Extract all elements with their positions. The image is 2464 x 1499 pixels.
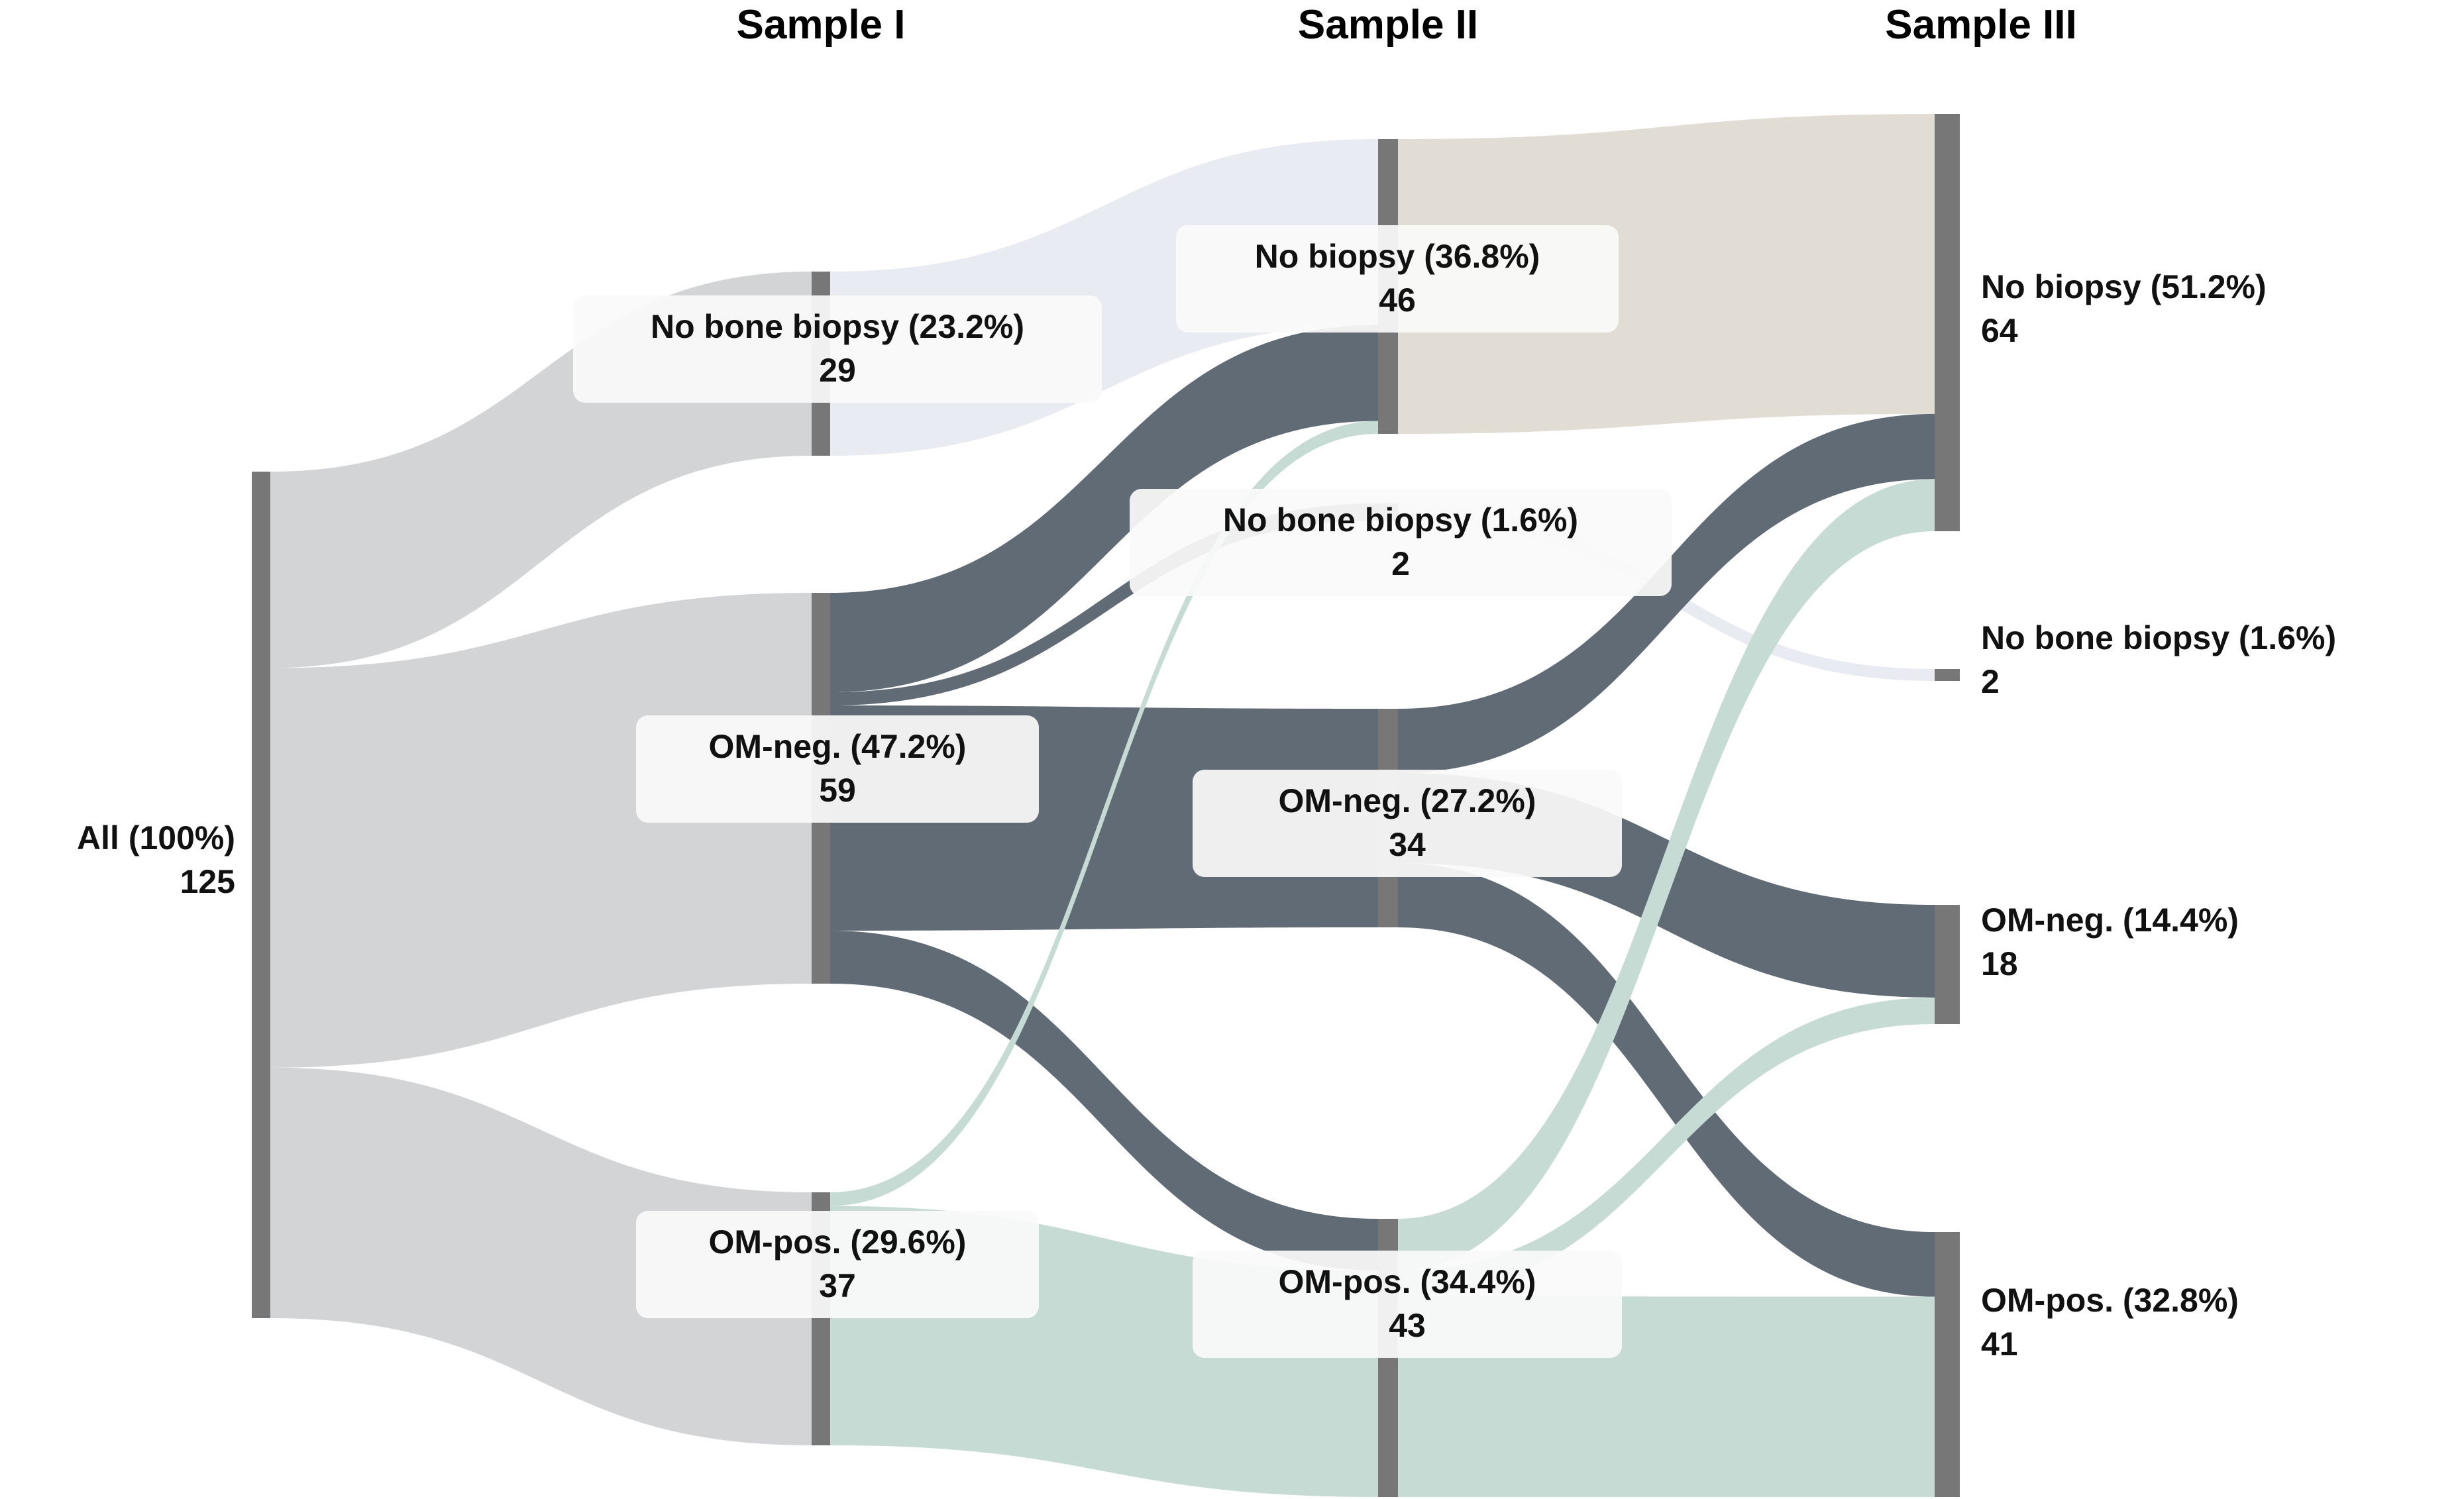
node-label-s3-no-biopsy-line2: 64 (1981, 312, 2018, 349)
node-label-s2-no-biopsy: No biopsy (36.8%) 46 (1176, 225, 1619, 333)
column-header-sample-1: Sample I (736, 2, 906, 48)
sankey-links-group (270, 114, 1935, 1497)
node-label-s2-om-neg-line1: OM-neg. (27.2%) (1278, 782, 1536, 819)
node-label-s2-no-biopsy-line1: No biopsy (36.8%) (1254, 238, 1540, 275)
node-label-s3-om-neg-line2: 18 (1981, 945, 2018, 982)
node-label-s2-om-neg-line2: 34 (1389, 826, 1426, 863)
node-label-s2-no-bone-biopsy-line2: 2 (1391, 545, 1410, 582)
sankey-node-all[interactable] (252, 472, 270, 1318)
sankey-node-s3_neg[interactable] (1935, 905, 1960, 1024)
sankey-link-s1_neg-to-s2_nb[interactable] (830, 503, 1378, 705)
node-label-s1-no-bone-biopsy-line2: 29 (819, 352, 856, 389)
node-label-s1-om-neg-line2: 59 (819, 772, 856, 809)
sankey-link-s1_neg-to-s2_pos[interactable] (830, 931, 1378, 1271)
node-label-s2-no-bone-biopsy-line1: No bone biopsy (1.6%) (1222, 501, 1579, 539)
sankey-link-s2_pos-to-s3_nbio[interactable] (1398, 479, 1935, 1271)
node-label-all-line2: 125 (180, 863, 235, 900)
node-label-s3-om-neg-line1: OM-neg. (14.4%) (1981, 902, 2239, 939)
node-label-s3-no-biopsy-line1: No biopsy (51.2%) (1981, 268, 2267, 305)
sankey-link-s1_neg-to-s2_nbio[interactable] (830, 325, 1378, 693)
node-label-s2-no-bone-biopsy: No bone biopsy (1.6%) 2 (1130, 489, 1672, 596)
node-label-all-line1: All (100%) (77, 819, 235, 856)
node-label-s2-om-pos-line2: 43 (1389, 1307, 1426, 1344)
sankey-link-s2_pos-to-s3_neg[interactable] (1398, 998, 1935, 1297)
sankey-link-all-to-s1_pos[interactable] (270, 1067, 812, 1445)
sankey-link-s2_neg-to-s3_pos[interactable] (1398, 862, 1935, 1297)
node-label-s1-om-pos-line2: 37 (819, 1267, 856, 1304)
node-label-s2-om-pos: OM-pos. (34.4%) 43 (1193, 1251, 1622, 1358)
node-label-s3-no-bone-biopsy-line2: 2 (1981, 663, 2000, 700)
node-label-s3-no-bone-biopsy-line1: No bone biopsy (1.6%) (1981, 619, 2337, 656)
node-label-s3-om-pos: OM-pos. (32.8%) 41 (1981, 1278, 2445, 1366)
sankey-link-s1_pos-to-s2_nbio[interactable] (830, 421, 1378, 1206)
sankey-link-all-to-s1_neg[interactable] (270, 593, 812, 1068)
node-label-s2-om-neg: OM-neg. (27.2%) 34 (1193, 770, 1622, 877)
node-label-s1-no-bone-biopsy: No bone biopsy (23.2%) 29 (573, 295, 1102, 403)
column-header-sample-3: Sample III (1885, 2, 2077, 48)
node-label-s1-om-pos-line1: OM-pos. (29.6%) (708, 1223, 967, 1261)
column-header-sample-2: Sample II (1297, 2, 1479, 48)
node-label-all: All (100%) 125 (0, 816, 235, 904)
sankey-node-s3_nbio[interactable] (1935, 114, 1960, 531)
node-label-s1-no-bone-biopsy-line1: No bone biopsy (23.2%) (651, 308, 1024, 345)
node-label-s3-no-bone-biopsy: No bone biopsy (1.6%) 2 (1981, 616, 2464, 703)
node-label-s2-om-pos-line1: OM-pos. (34.4%) (1278, 1263, 1536, 1300)
sankey-node-s3_pos[interactable] (1935, 1232, 1960, 1497)
node-label-s1-om-neg-line1: OM-neg. (47.2%) (708, 728, 967, 765)
sankey-node-s3_nb[interactable] (1935, 669, 1960, 681)
sankey-link-s2_nbio-to-s3_nbio[interactable] (1398, 114, 1935, 434)
node-label-s2-no-biopsy-line2: 46 (1379, 282, 1416, 319)
node-label-s1-om-pos: OM-pos. (29.6%) 37 (636, 1211, 1039, 1318)
node-label-s3-no-biopsy: No biopsy (51.2%) 64 (1981, 265, 2445, 352)
node-label-s3-om-neg: OM-neg. (14.4%) 18 (1981, 898, 2445, 986)
node-label-s3-om-pos-line1: OM-pos. (32.8%) (1981, 1282, 2239, 1319)
node-label-s1-om-neg: OM-neg. (47.2%) 59 (636, 715, 1039, 823)
node-label-s3-om-pos-line2: 41 (1981, 1325, 2018, 1363)
